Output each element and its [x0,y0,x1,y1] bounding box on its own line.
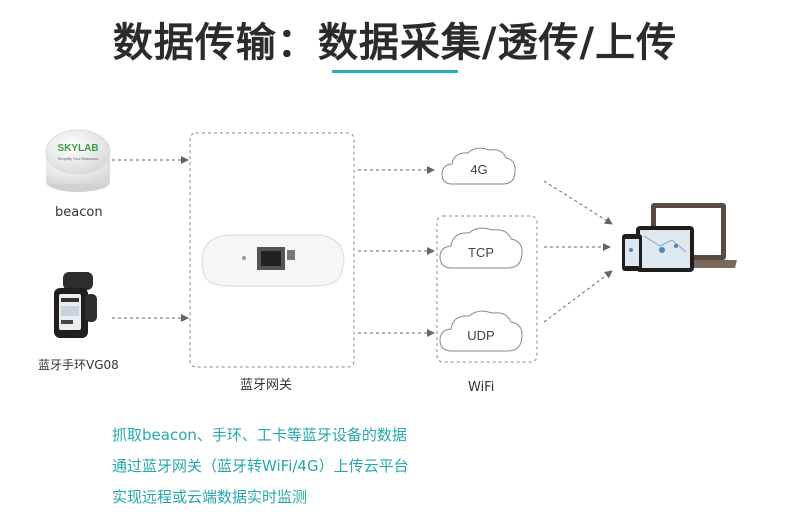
cloud-4g: 4G [441,147,516,185]
page-title: 数据传输：数据采集/透传/上传 [112,20,678,66]
beacon-tagline: Simplify Your Business [58,156,98,161]
smart-band-device [54,272,97,338]
cloud-udp-label: UDP [467,328,494,343]
cloud-4g-label: 4G [470,162,487,177]
description-line-2: 通过蓝牙网关（蓝牙转WiFi/4G）上传云平台 [112,457,409,475]
gateway-box [189,132,355,368]
cloud-udp: UDP [439,310,523,352]
beacon-brand: SKYLAB [57,143,98,154]
title-underline [332,70,458,73]
wifi-box [436,215,538,363]
tablet-icon [636,226,694,272]
cloud-tcp: TCP [439,227,523,269]
link-4g-terminal [543,180,613,225]
beacon-label: beacon [55,205,103,220]
band-label: 蓝牙手环VG08 [38,358,119,372]
description-line-3: 实现远程或云端数据实时监测 [112,488,308,506]
description-line-1: 抓取beacon、手环、工卡等蓝牙设备的数据 [112,426,407,444]
beacon-device: SKYLAB Simplify Your Business [45,129,111,192]
wifi-label: WiFi [468,380,495,395]
gateway-device [201,234,345,287]
phone-icon [622,234,642,271]
cloud-tcp-label: TCP [468,245,494,260]
gateway-label: 蓝牙网关 [240,378,293,393]
link-udp-terminal [543,270,613,323]
